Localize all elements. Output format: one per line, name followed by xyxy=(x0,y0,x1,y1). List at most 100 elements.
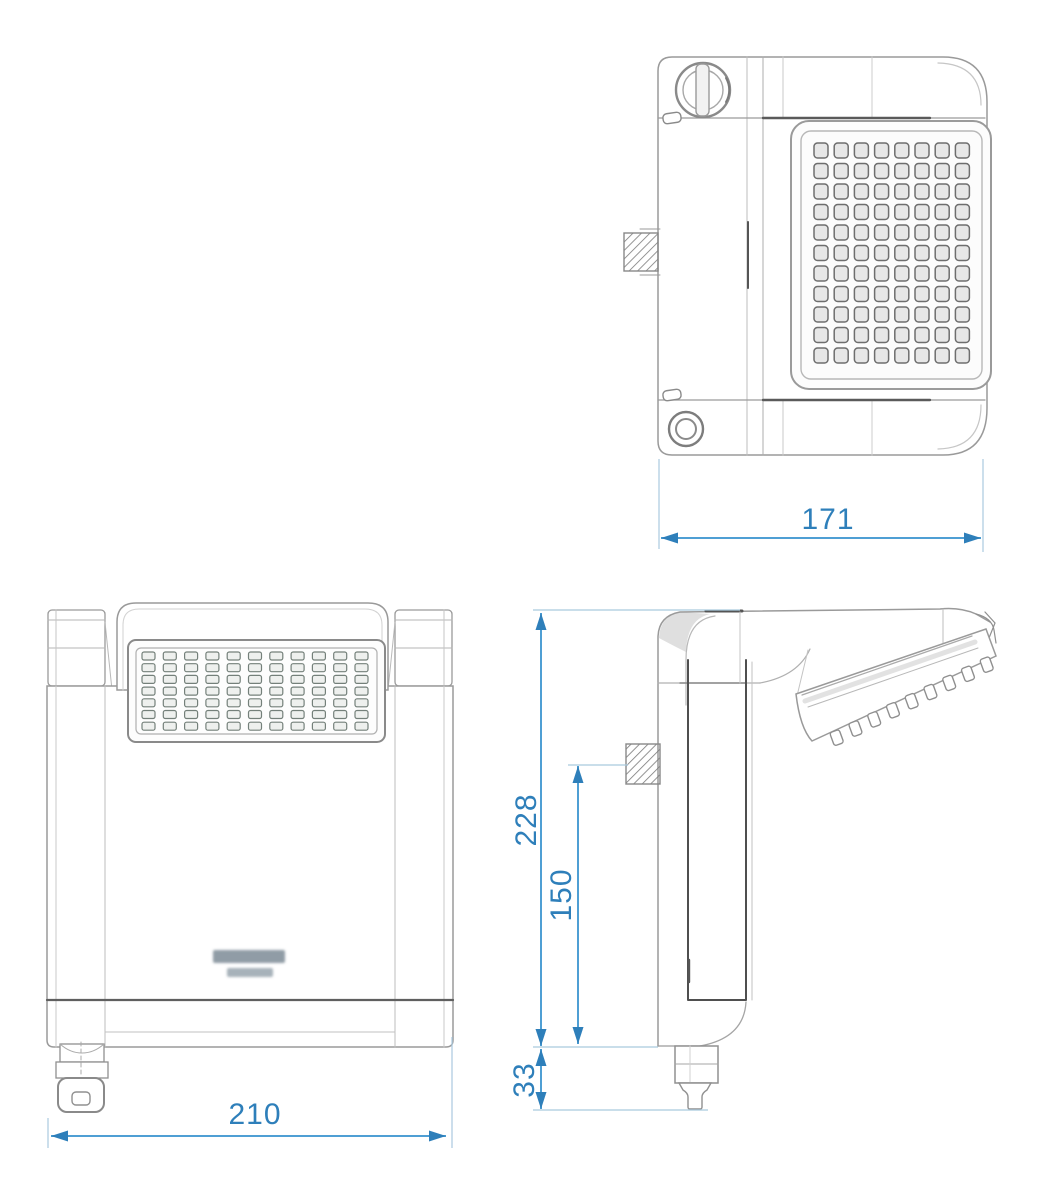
nozzle-cell xyxy=(226,663,241,673)
nozzle-cell xyxy=(813,326,829,344)
nozzle-cell xyxy=(914,224,930,241)
nozzle-cell xyxy=(960,665,976,683)
nozzle-cell xyxy=(141,686,156,696)
nozzle-cell xyxy=(954,306,971,323)
nozzle-cell xyxy=(873,285,890,303)
nozzle-cell xyxy=(894,285,910,303)
nozzle-cell xyxy=(184,698,199,708)
nozzle-cell xyxy=(873,203,890,221)
nozzle-cell xyxy=(904,692,919,710)
nozzle-cell xyxy=(885,702,901,719)
nozzle-cell xyxy=(873,142,890,159)
nozzle-cell xyxy=(247,698,263,708)
dimension-label-spout-length: 33 xyxy=(508,1062,541,1098)
nozzle-cell xyxy=(813,162,829,180)
nozzle-cell xyxy=(934,244,950,262)
front-view xyxy=(45,602,455,1113)
nozzle-cell xyxy=(934,224,950,241)
nozzle-cell xyxy=(829,729,844,746)
nozzle-cell xyxy=(934,265,950,282)
nozzle-cell xyxy=(162,686,177,696)
nozzle-cell xyxy=(333,674,348,685)
nozzle-cell xyxy=(833,265,849,282)
nozzle-cell xyxy=(813,265,829,282)
nozzle-cell xyxy=(894,306,910,323)
nozzle-cell xyxy=(269,709,284,720)
nozzle-cell xyxy=(290,698,305,708)
nozzle-cell xyxy=(813,142,829,159)
nozzle-cell xyxy=(226,709,241,720)
dimension-label-total-height: 228 xyxy=(510,793,543,847)
nozzle-cell xyxy=(354,698,369,708)
mount-tab-top xyxy=(662,111,682,125)
nozzle-cell xyxy=(247,709,263,720)
nozzle-cell xyxy=(914,183,930,200)
nozzle-cell xyxy=(853,224,870,241)
nozzle-cell xyxy=(894,244,910,262)
nozzle-cell xyxy=(247,674,263,685)
nozzle-cell xyxy=(894,326,910,344)
nozzle-cell xyxy=(269,698,284,708)
nozzle-cell xyxy=(162,709,177,720)
nozzle-cell xyxy=(873,224,890,241)
nozzle-cell xyxy=(853,203,870,221)
nozzle-cell xyxy=(853,162,870,180)
nozzle-cell xyxy=(848,720,863,737)
nozzle-cell xyxy=(954,162,971,180)
nozzle-cell xyxy=(290,721,305,731)
nozzle-cell xyxy=(867,711,882,728)
nozzle-cell xyxy=(354,663,369,673)
nozzle-cell xyxy=(162,663,177,673)
nozzle-cell xyxy=(226,674,241,685)
nozzle-cell xyxy=(311,674,326,685)
nozzle-cell xyxy=(205,721,220,731)
nozzle-cell xyxy=(269,663,284,673)
nozzle-cell xyxy=(934,162,950,180)
nozzle-cell xyxy=(226,698,241,708)
nozzle-cell xyxy=(914,347,930,364)
nozzle-cell xyxy=(311,686,326,696)
nozzle-cell xyxy=(269,686,284,696)
nozzle-cell xyxy=(954,326,971,344)
water-inlet-connector-side xyxy=(625,743,661,785)
nozzle-tabs-side xyxy=(829,656,994,746)
nozzle-cell xyxy=(954,142,971,159)
dimension-arrows xyxy=(51,532,981,1142)
nozzle-cell xyxy=(141,663,156,673)
nozzle-cell xyxy=(162,651,177,661)
back-panel-profile xyxy=(687,659,747,1001)
nozzle-cell xyxy=(205,651,220,661)
nozzle-cell xyxy=(833,347,849,364)
nozzle-cell xyxy=(873,306,890,323)
nozzle-cell xyxy=(914,265,930,282)
nozzle-cell xyxy=(333,686,348,696)
nozzle-cell xyxy=(833,162,849,180)
nozzle-cell xyxy=(873,244,890,262)
nozzle-cell xyxy=(247,721,263,731)
nozzle-cell xyxy=(934,285,950,303)
nozzle-cell xyxy=(914,326,930,344)
nozzle-cell xyxy=(333,721,348,731)
nozzle-cell xyxy=(833,224,849,241)
nozzle-cell xyxy=(934,183,950,200)
nozzle-cell xyxy=(853,244,870,262)
nozzle-cell xyxy=(311,721,326,731)
nozzle-cell xyxy=(813,224,829,241)
side-body-outline xyxy=(657,607,991,1047)
nozzle-cell xyxy=(141,698,156,708)
side-corner-shading xyxy=(659,612,710,652)
nozzle-cell xyxy=(833,183,849,200)
nozzle-cell xyxy=(813,244,829,262)
spray-plate-front xyxy=(127,639,386,743)
nozzle-cell xyxy=(914,203,930,221)
nozzle-cell xyxy=(853,142,870,159)
nozzle-cell xyxy=(226,721,241,731)
nozzle-cell xyxy=(873,183,890,200)
nozzle-cell xyxy=(333,698,348,708)
nozzle-cell xyxy=(311,709,326,720)
nozzle-cell xyxy=(141,709,156,720)
nozzle-cell xyxy=(914,142,930,159)
nozzle-cell xyxy=(205,709,220,720)
side-view xyxy=(625,607,997,1110)
nozzle-cell xyxy=(873,347,890,364)
